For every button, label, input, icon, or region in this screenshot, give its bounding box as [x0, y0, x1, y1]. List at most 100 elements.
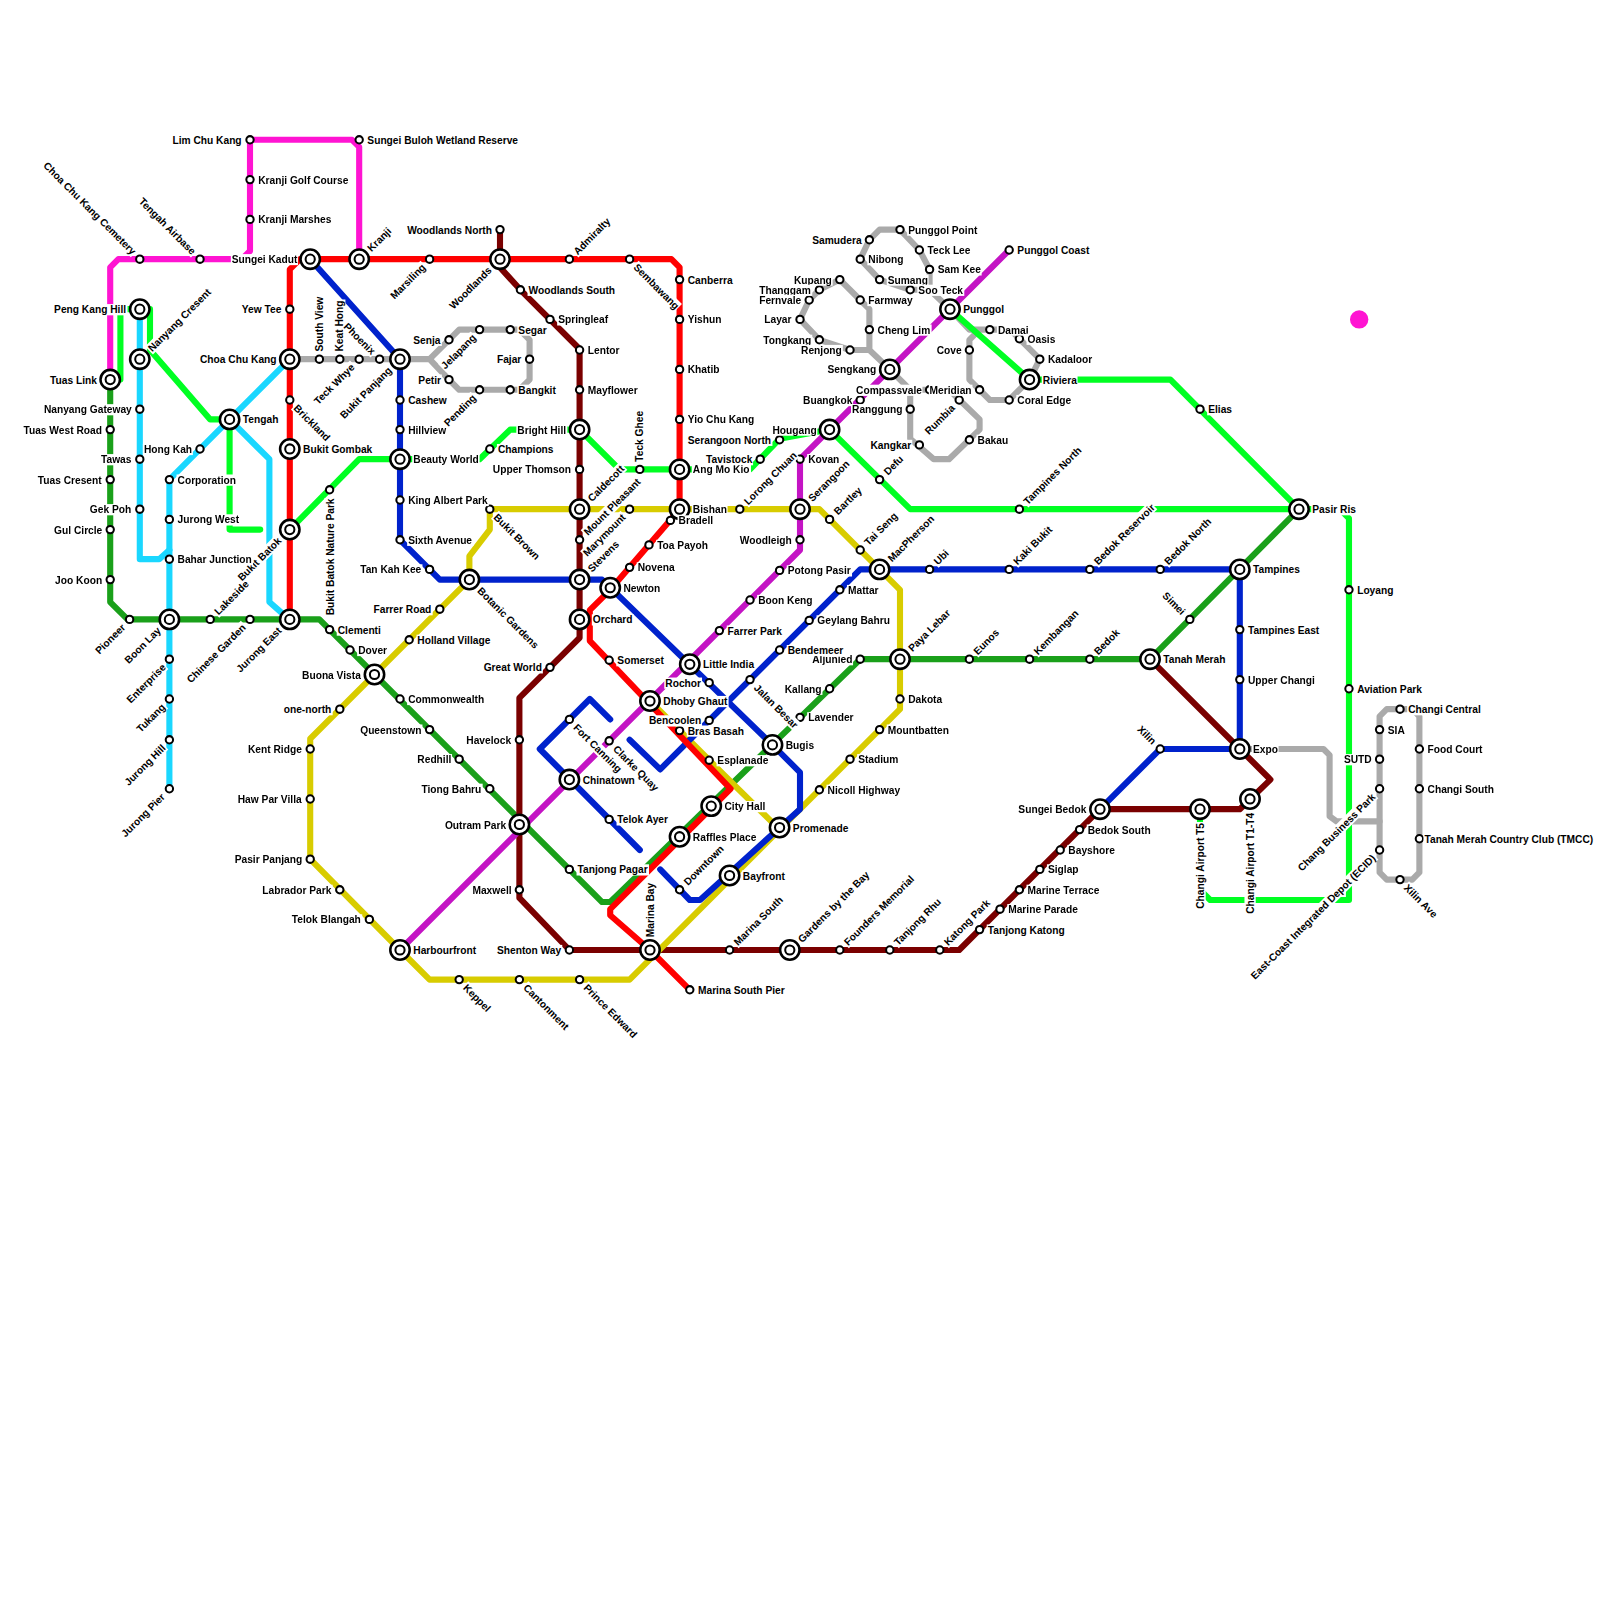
station-marker: [796, 536, 803, 543]
station-label: Harbourfront: [412, 944, 477, 955]
interchange-marker: [725, 871, 734, 880]
station-label: Paya Lebar: [905, 606, 953, 654]
station-label: Sengkang: [827, 364, 878, 375]
station-marker: [706, 757, 713, 764]
station-marker: [626, 506, 633, 513]
station-marker: [336, 706, 343, 713]
interchange-marker: [160, 610, 179, 629]
station-marker: [1236, 626, 1243, 633]
station-label: Chinatown: [582, 774, 636, 785]
station-label: Tampines North: [1021, 444, 1085, 508]
interchange-marker: [1090, 799, 1109, 818]
station-marker: [1157, 745, 1164, 752]
station-label: Eunos: [971, 627, 1002, 658]
station-label: Marina South: [731, 894, 786, 949]
station-label: Cantonment: [521, 981, 572, 1032]
station-label: Potong Pasir: [787, 565, 852, 576]
interchange-marker: [945, 305, 954, 314]
station-marker: [857, 546, 864, 553]
interchange-marker: [790, 499, 809, 518]
interchange-marker: [645, 696, 654, 705]
interchange-marker: [280, 349, 299, 368]
station-marker: [916, 246, 923, 253]
station-label: Tai Seng: [861, 510, 900, 549]
station-label: Sungei Kadut: [231, 254, 299, 265]
station-label: Rochor: [664, 677, 702, 688]
station-label: Upper Thomson: [492, 464, 572, 475]
station-marker: [1016, 506, 1023, 513]
station-marker: [1036, 356, 1043, 363]
station-label: King Albert Park: [407, 494, 489, 505]
interchange-marker: [285, 355, 294, 364]
metro-line: [169, 359, 289, 789]
station-marker: [876, 476, 883, 483]
station-marker: [307, 856, 314, 863]
station-label: Compassvale: [855, 384, 923, 395]
interchange-marker: [130, 299, 149, 318]
station-label: Springleaf: [557, 314, 609, 325]
station-label: Shenton Way: [496, 944, 562, 955]
interchange-marker: [675, 832, 684, 841]
interchange-marker: [1245, 794, 1254, 803]
station-marker: [936, 946, 943, 953]
station-marker: [857, 396, 864, 403]
station-label: Nanyang Cresent: [145, 286, 214, 355]
station-marker: [286, 306, 293, 313]
station-label: Outram Park: [444, 819, 507, 830]
station-marker: [1026, 656, 1033, 663]
station-marker: [1376, 726, 1383, 733]
station-label: Lim Chu Kang: [171, 134, 242, 145]
station-marker: [445, 376, 452, 383]
station-marker: [566, 946, 573, 953]
station-label: Teck Lee: [927, 244, 972, 255]
station-marker: [1186, 616, 1193, 623]
station-marker: [426, 256, 433, 263]
station-label: Telok Ayer: [616, 814, 669, 825]
station-marker: [126, 616, 133, 623]
station-marker: [436, 606, 443, 613]
station-label: Marina Bay: [644, 881, 655, 937]
interchange-marker: [390, 349, 409, 368]
station-label: Changi Central: [1407, 704, 1482, 715]
interchange-marker: [1240, 789, 1259, 808]
station-label: Marsiling: [387, 260, 428, 301]
interchange-marker: [575, 505, 584, 514]
station-marker: [136, 256, 143, 263]
interchange-marker: [301, 249, 320, 268]
interchange-marker: [768, 740, 777, 749]
station-label: Simei: [1160, 590, 1189, 619]
interchange-marker: [306, 255, 315, 264]
station-marker: [1345, 685, 1352, 692]
station-marker: [166, 476, 173, 483]
station-label: Brickland: [291, 401, 333, 443]
station-label: Katong Park: [941, 897, 993, 949]
interchange-marker: [1025, 375, 1034, 384]
station-marker: [516, 886, 523, 893]
interchange-marker: [875, 565, 884, 574]
station-marker: [496, 226, 503, 233]
station-label: East-Coast Integrated Depot (ECID): [1248, 851, 1378, 981]
interchange-marker: [640, 691, 659, 710]
interchange-marker: [763, 735, 782, 754]
interchange-marker: [1020, 370, 1039, 389]
station-marker: [776, 436, 783, 443]
station-label: Peng Kang Hill: [53, 304, 127, 315]
metro-line: [290, 259, 731, 990]
station-label: Tanjong Pagar: [577, 864, 649, 875]
station-marker: [1057, 846, 1064, 853]
interchange-marker: [285, 525, 294, 534]
station-label: Bakau: [977, 434, 1010, 445]
station-label: Choa Chu Kang: [199, 354, 278, 365]
station-label: Bukit Batok Nature Park: [324, 497, 335, 616]
station-marker: [576, 466, 583, 473]
station-label: Farmway: [867, 294, 913, 305]
station-label: Changi South: [1427, 783, 1495, 794]
station-label: Bugis: [785, 739, 815, 750]
interchange-marker: [1294, 505, 1303, 514]
station-label: Lakeside: [211, 578, 251, 618]
station-label: Woodleigh: [739, 534, 793, 545]
station-marker: [196, 445, 203, 452]
station-marker: [107, 576, 114, 583]
station-label: Mattar: [847, 584, 880, 595]
interchange-marker: [165, 615, 174, 624]
